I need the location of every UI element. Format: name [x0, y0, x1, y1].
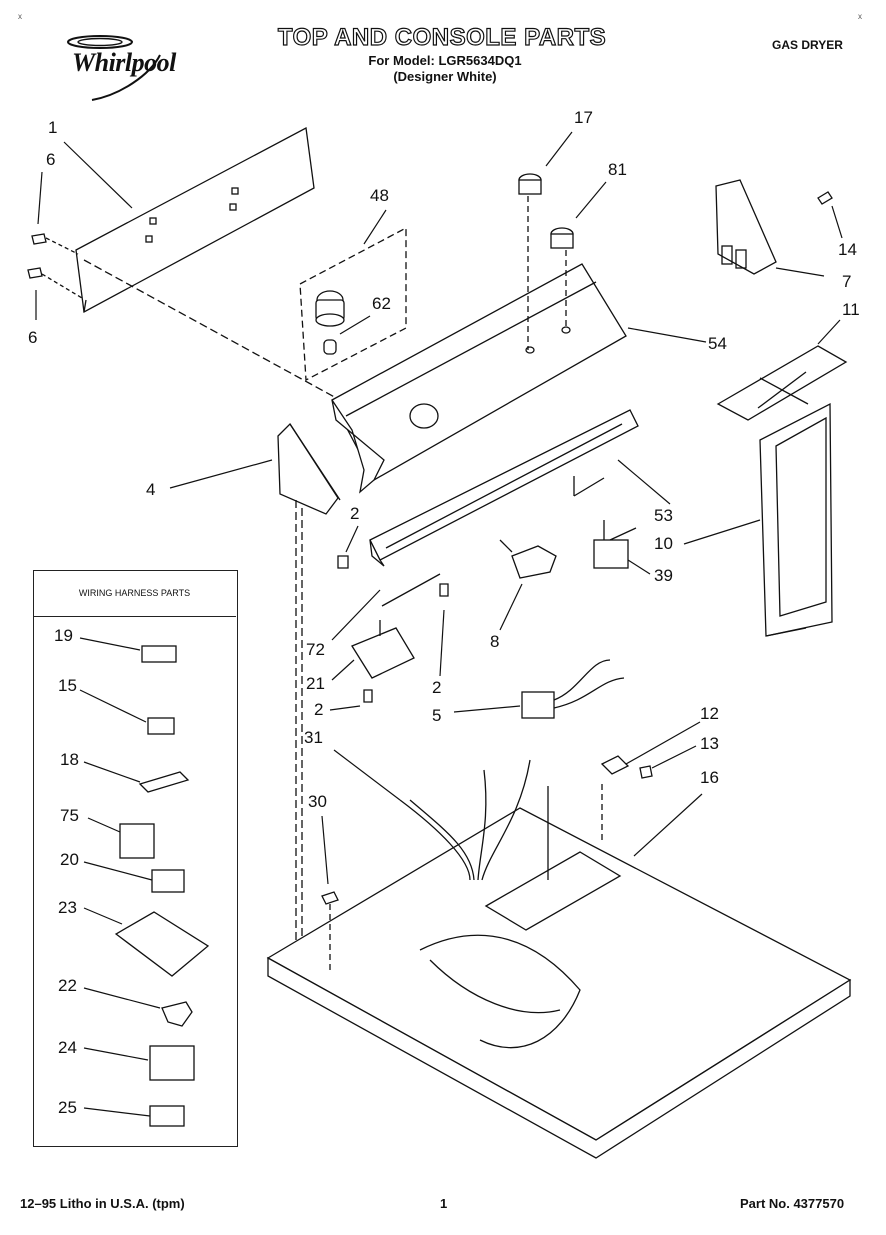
harness-part-19	[141, 645, 177, 663]
footer-page-number: 1	[440, 1196, 448, 1211]
part-label: 81	[608, 160, 627, 179]
part-clip-12	[600, 755, 653, 779]
part-label: 5	[432, 706, 442, 725]
wiring-harness-box	[33, 570, 238, 1147]
part-label: 18	[60, 750, 79, 769]
part-label: 53	[654, 506, 673, 525]
part-screws-2	[337, 555, 449, 703]
harness-part-75	[119, 823, 155, 859]
part-label: 2	[350, 504, 360, 523]
part-label: 15	[58, 676, 77, 695]
corner-mark-right: x	[858, 12, 862, 21]
part-label: 8	[490, 632, 500, 651]
part-top-16	[266, 784, 852, 1159]
part-switch-39	[593, 520, 637, 569]
harness-part-25	[149, 1105, 185, 1127]
color-line: (Designer White)	[393, 69, 497, 84]
harness-part-24	[149, 1045, 195, 1081]
part-label: 62	[372, 294, 391, 313]
part-knob-17	[518, 173, 542, 350]
part-label: 54	[708, 334, 727, 353]
part-label: 17	[574, 108, 593, 127]
part-label: 14	[838, 240, 857, 259]
part-label: 13	[700, 734, 719, 753]
part-lint-filter-10	[759, 402, 833, 637]
part-label: 16	[700, 768, 719, 787]
part-lint-filter-cover-11	[716, 345, 848, 421]
part-label: 6	[46, 150, 56, 169]
part-label: 72	[306, 640, 325, 659]
footer-litho: 12–95 Litho in U.S.A. (tpm)	[20, 1196, 185, 1211]
model-line: For Model: LGR5634DQ1	[368, 53, 522, 68]
part-label: 10	[654, 534, 673, 553]
part-label: 30	[308, 792, 327, 811]
harness-part-22	[161, 1001, 193, 1027]
footer-part-number: Part No. 4377570	[740, 1196, 845, 1211]
part-rear-console-panel	[75, 126, 315, 314]
brand-logo: Whirlpool	[72, 48, 176, 77]
part-label: 31	[304, 728, 323, 747]
part-label: 11	[842, 300, 860, 319]
part-label: 6	[28, 328, 38, 347]
part-label: 39	[654, 566, 673, 585]
part-knob-81	[550, 227, 574, 330]
part-console-bracket-53	[369, 409, 639, 567]
part-timer-21	[351, 573, 441, 679]
corner-mark-left: x	[18, 12, 22, 21]
part-end-cap-4	[277, 422, 341, 970]
harness-part-20	[151, 869, 185, 893]
part-main-harness-31	[399, 759, 581, 1049]
part-label: 23	[58, 898, 77, 917]
part-label: 2	[314, 700, 324, 719]
part-label: 1	[48, 118, 58, 137]
part-label: 20	[60, 850, 79, 869]
part-clip-30	[321, 891, 339, 970]
part-label: 75	[60, 806, 79, 825]
part-label: 4	[146, 480, 156, 499]
harness-part-23	[114, 911, 210, 977]
part-label: 12	[700, 704, 719, 723]
part-label: 48	[370, 186, 389, 205]
part-label: 2	[432, 678, 442, 697]
part-wire-harness-5	[521, 659, 625, 719]
part-timer-knob	[315, 290, 345, 355]
part-label: 21	[306, 674, 325, 693]
part-label: 7	[842, 272, 852, 291]
part-console-54	[331, 263, 627, 494]
part-timer-knob-group	[299, 226, 407, 382]
part-label: 19	[54, 626, 73, 645]
part-switch-8	[499, 539, 557, 579]
harness-part-15	[147, 717, 175, 735]
page-title: TOP AND CONSOLE PARTS	[277, 23, 607, 51]
harness-part-18	[138, 771, 190, 793]
part-screws-6	[27, 233, 83, 299]
wiring-harness-title: WIRING HARNESS PARTS	[33, 570, 236, 617]
part-label: 24	[58, 1038, 77, 1057]
part-label: 25	[58, 1098, 77, 1117]
leader-lines	[35, 131, 843, 1117]
part-bracket-7	[715, 179, 833, 275]
product-type: GAS DRYER	[772, 38, 843, 52]
part-label: 22	[58, 976, 77, 995]
